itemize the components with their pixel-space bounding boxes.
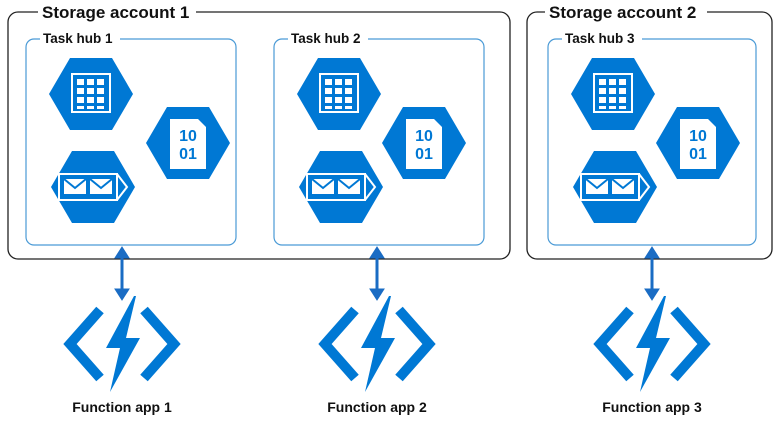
azure-functions-icon — [325, 296, 429, 392]
svg-text:10: 10 — [179, 128, 197, 145]
task-hub-1: Task hub 1 10 01 — [25, 30, 237, 246]
task-hub-border — [25, 38, 237, 246]
bidirectional-arrow — [644, 246, 660, 301]
function-app-3: Function app 3 — [600, 296, 704, 415]
queue-icon — [299, 151, 383, 223]
task-hub-title: Task hub 1 — [43, 31, 113, 46]
svg-text:01: 01 — [689, 146, 707, 163]
blob-icon: 10 01 — [146, 107, 230, 179]
task-hub-title: Task hub 2 — [291, 31, 361, 46]
blob-icon: 10 01 — [656, 107, 740, 179]
bidirectional-arrow — [369, 246, 385, 301]
storage-account-1: Storage account 1 — [7, 2, 511, 260]
azure-functions-icon — [600, 296, 704, 392]
task-hub-border — [547, 38, 757, 246]
blob-icon: 10 01 — [382, 107, 466, 179]
function-app-2: Function app 2 — [325, 296, 429, 415]
queue-icon — [51, 151, 135, 223]
table-icon — [297, 58, 381, 130]
task-hub-border — [273, 38, 485, 246]
task-hub-2: Task hub 2 10 01 — [273, 30, 485, 246]
function-app-label: Function app 2 — [327, 399, 427, 415]
table-icon — [571, 58, 655, 130]
connectors — [114, 246, 660, 301]
svg-text:10: 10 — [415, 128, 433, 145]
queue-icon — [573, 151, 657, 223]
function-app-1: Function app 1 — [70, 296, 174, 415]
storage-account-2: Storage account 2 — [526, 2, 773, 260]
function-app-label: Function app 1 — [72, 399, 172, 415]
svg-text:01: 01 — [179, 146, 197, 163]
table-icon — [49, 58, 133, 130]
task-hub-title: Task hub 3 — [565, 31, 635, 46]
azure-functions-icon — [70, 296, 174, 392]
function-app-label: Function app 3 — [602, 399, 702, 415]
storage-account-border — [7, 11, 511, 260]
storage-account-title: Storage account 1 — [42, 3, 189, 22]
bidirectional-arrow — [114, 246, 130, 301]
task-hub-3: Task hub 3 10 01 — [547, 30, 757, 246]
storage-account-title: Storage account 2 — [549, 3, 696, 22]
svg-text:01: 01 — [415, 146, 433, 163]
svg-text:10: 10 — [689, 128, 707, 145]
